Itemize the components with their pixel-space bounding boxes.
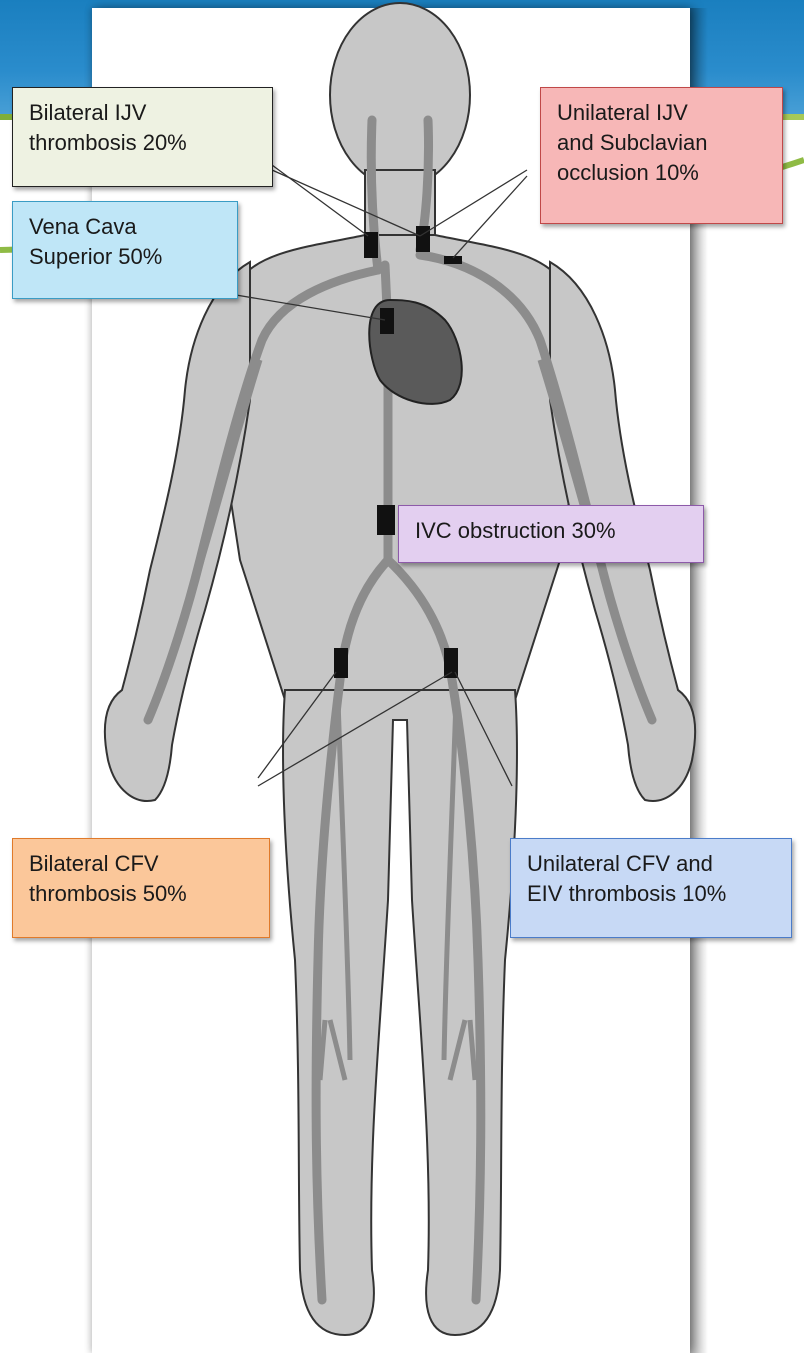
- right-ijv-occlusion: [416, 226, 430, 252]
- label-unilateral-cfv-line2: EIV thrombosis 10%: [527, 879, 775, 909]
- svc-occlusion: [380, 308, 394, 334]
- label-unilateral-ijv: Unilateral IJV and Subclavian occlusion …: [540, 87, 783, 224]
- label-ivc: IVC obstruction 30%: [398, 505, 704, 563]
- label-unilateral-ijv-line3: occlusion 10%: [557, 158, 766, 188]
- label-vena-cava: Vena Cava Superior 50%: [12, 201, 238, 299]
- left-ijv-occlusion: [364, 232, 378, 258]
- left-cfv-occlusion: [334, 648, 348, 678]
- label-unilateral-ijv-line1: Unilateral IJV: [557, 98, 766, 128]
- label-bilateral-ijv-line1: Bilateral IJV: [29, 98, 256, 128]
- label-bilateral-cfv-line1: Bilateral CFV: [29, 849, 253, 879]
- label-vena-cava-line1: Vena Cava: [29, 212, 221, 242]
- label-unilateral-cfv-line1: Unilateral CFV and: [527, 849, 775, 879]
- label-ivc-line1: IVC obstruction 30%: [415, 516, 687, 546]
- head: [330, 3, 470, 187]
- left-arm: [105, 262, 250, 801]
- label-bilateral-ijv: Bilateral IJV thrombosis 20%: [12, 87, 273, 187]
- label-bilateral-ijv-line2: thrombosis 20%: [29, 128, 256, 158]
- label-unilateral-ijv-line2: and Subclavian: [557, 128, 766, 158]
- label-vena-cava-line2: Superior 50%: [29, 242, 221, 272]
- label-bilateral-cfv-line2: thrombosis 50%: [29, 879, 253, 909]
- ivc-occlusion: [377, 505, 395, 535]
- label-bilateral-cfv: Bilateral CFV thrombosis 50%: [12, 838, 270, 938]
- label-unilateral-cfv: Unilateral CFV and EIV thrombosis 10%: [510, 838, 792, 938]
